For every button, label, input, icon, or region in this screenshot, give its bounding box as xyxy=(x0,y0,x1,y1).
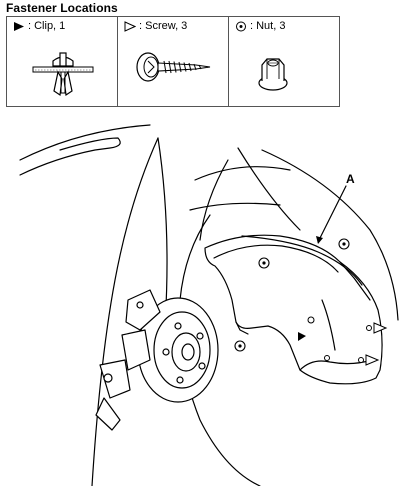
clip-hole xyxy=(307,316,315,324)
fastener-legend-table: : Clip, 1 : Screw, 3 xyxy=(6,16,340,107)
legend-text-nut: : Nut, 3 xyxy=(250,20,286,32)
legend-text-clip: : Clip, 1 xyxy=(28,20,66,32)
fender-trim-curve xyxy=(19,137,121,176)
clip-illustration xyxy=(32,52,94,97)
legend-cell-screw: : Screw, 3 xyxy=(118,17,229,106)
circle-dot-icon xyxy=(236,21,246,31)
wheel-well-diagram xyxy=(19,124,399,486)
callout-leader-a xyxy=(317,185,347,243)
clip-marker xyxy=(298,332,306,341)
screw-marker xyxy=(324,355,330,361)
wheel-arch-outer xyxy=(91,137,159,486)
screw-illustration xyxy=(136,52,211,82)
legend-text-screw: : Screw, 3 xyxy=(139,20,188,32)
filled-triangle-icon xyxy=(14,21,24,31)
nut-marker xyxy=(234,340,246,352)
callout-label-a: A xyxy=(346,172,355,186)
legend-cell-nut: : Nut, 3 xyxy=(229,17,339,106)
screw-marker xyxy=(366,322,388,334)
fender-edge-line xyxy=(19,124,151,161)
outline-triangle-icon xyxy=(124,20,136,32)
legend-cell-clip: : Clip, 1 xyxy=(7,17,118,106)
nut-marker xyxy=(338,238,350,250)
inner-cover-part-a xyxy=(204,234,383,385)
callout-arrowhead xyxy=(316,236,323,244)
screw-marker xyxy=(358,354,380,366)
nut-illustration xyxy=(258,58,288,91)
page-title: Fastener Locations xyxy=(6,1,118,15)
brake-hub-assembly xyxy=(95,289,219,431)
nut-marker xyxy=(258,257,270,269)
